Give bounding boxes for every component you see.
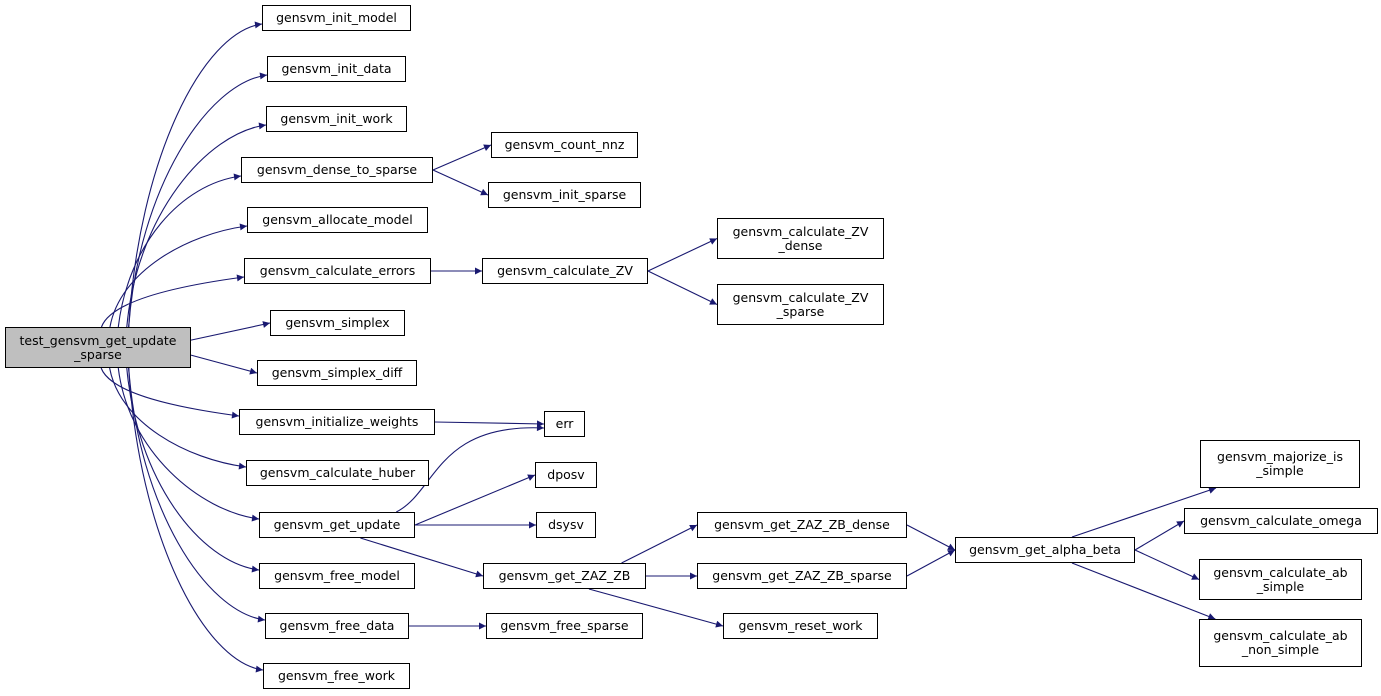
node-get-ZAZ-ZB-dense[interactable]: gensvm_get_ZAZ_ZB_dense (697, 512, 907, 538)
edge-dense-to-sparse-to-count-nnz (432, 144, 492, 171)
node-get-update[interactable]: gensvm_get_update (259, 512, 415, 538)
edge-root-to-simplex (190, 321, 271, 341)
node-dposv[interactable]: dposv (535, 462, 597, 488)
edge-root-to-calculate-errors (100, 274, 245, 328)
edge-root-to-allocate-model (109, 223, 248, 328)
edge-initialize-weights-to-err (434, 420, 545, 428)
node-calculate-ZV[interactable]: gensvm_calculate_ZV (482, 258, 648, 284)
node-reset-work[interactable]: gensvm_reset_work (723, 613, 878, 639)
node-free-sparse[interactable]: gensvm_free_sparse (486, 613, 643, 639)
edge-root-to-dense-to-sparse (117, 173, 242, 328)
edge-get-update-to-err (396, 424, 545, 513)
node-calculate-ab-simple[interactable]: gensvm_calculate_ab _simple (1199, 559, 1362, 600)
node-get-ZAZ-ZB-sparse[interactable]: gensvm_get_ZAZ_ZB_sparse (697, 563, 907, 589)
edge-root-to-free-work (128, 367, 264, 673)
node-free-data[interactable]: gensvm_free_data (265, 613, 409, 639)
edge-dense-to-sparse-to-init-sparse (432, 169, 489, 196)
node-get-alpha-beta[interactable]: gensvm_get_alpha_beta (955, 537, 1135, 563)
node-initialize-weights[interactable]: gensvm_initialize_weights (239, 409, 435, 435)
node-free-work[interactable]: gensvm_free_work (263, 663, 410, 689)
node-simplex-diff[interactable]: gensvm_simplex_diff (257, 360, 417, 386)
edge-root-to-calculate-huber (109, 367, 247, 470)
node-free-model[interactable]: gensvm_free_model (259, 563, 415, 589)
node-calculate-ZV-sparse[interactable]: gensvm_calculate_ZV _sparse (717, 284, 884, 325)
edge-calculate-ZV-to-calculate-ZV-dense (647, 238, 718, 272)
node-allocate-model[interactable]: gensvm_allocate_model (247, 207, 428, 233)
node-calculate-errors[interactable]: gensvm_calculate_errors (244, 258, 431, 284)
edge-get-alpha-beta-to-calculate-omega (1134, 520, 1185, 551)
node-init-work[interactable]: gensvm_init_work (266, 106, 407, 132)
node-majorize-is-simple[interactable]: gensvm_majorize_is _simple (1200, 440, 1360, 488)
node-err[interactable]: err (544, 411, 585, 437)
node-simplex[interactable]: gensvm_simplex (270, 310, 405, 336)
edge-root-to-get-update (117, 367, 260, 522)
edge-get-ZAZ-ZB-sparse-to-get-alpha-beta (906, 549, 956, 577)
edge-get-update-to-get-ZAZ-ZB (360, 537, 484, 578)
edge-get-ZAZ-ZB-to-get-ZAZ-ZB-dense (621, 524, 698, 564)
node-count-nnz[interactable]: gensvm_count_nnz (491, 132, 638, 158)
edge-get-ZAZ-ZB-dense-to-get-alpha-beta (906, 524, 956, 551)
node-init-sparse[interactable]: gensvm_init_sparse (488, 182, 641, 208)
edge-get-alpha-beta-to-majorize-is-simple (1071, 486, 1217, 538)
edge-root-to-free-data (128, 367, 266, 623)
edge-root-to-init-work (126, 122, 267, 328)
node-dense-to-sparse[interactable]: gensvm_dense_to_sparse (241, 157, 433, 183)
node-init-data[interactable]: gensvm_init_data (267, 56, 406, 82)
edge-get-alpha-beta-to-calculate-ab-non-simple (1071, 562, 1216, 620)
edge-root-to-initialize-weights (100, 367, 240, 419)
edge-root-to-simplex-diff (190, 354, 258, 375)
node-calculate-ab-non-simple[interactable]: gensvm_calculate_ab _non_simple (1199, 619, 1362, 667)
node-root[interactable]: test_gensvm_get_update _sparse (5, 327, 191, 368)
node-calculate-huber[interactable]: gensvm_calculate_huber (246, 460, 429, 486)
node-calculate-ZV-dense[interactable]: gensvm_calculate_ZV _dense (717, 218, 884, 259)
edge-get-update-to-dposv (414, 474, 536, 526)
edge-root-to-init-data (128, 72, 268, 328)
edge-get-alpha-beta-to-calculate-ab-simple (1134, 549, 1200, 580)
node-dsysv[interactable]: dsysv (536, 512, 596, 538)
node-calculate-omega[interactable]: gensvm_calculate_omega (1184, 508, 1378, 534)
edge-calculate-ZV-to-calculate-ZV-sparse (647, 270, 718, 305)
node-get-ZAZ-ZB[interactable]: gensvm_get_ZAZ_ZB (483, 563, 646, 589)
node-init-model[interactable]: gensvm_init_model (262, 5, 411, 31)
edge-get-ZAZ-ZB-to-reset-work (588, 588, 724, 628)
